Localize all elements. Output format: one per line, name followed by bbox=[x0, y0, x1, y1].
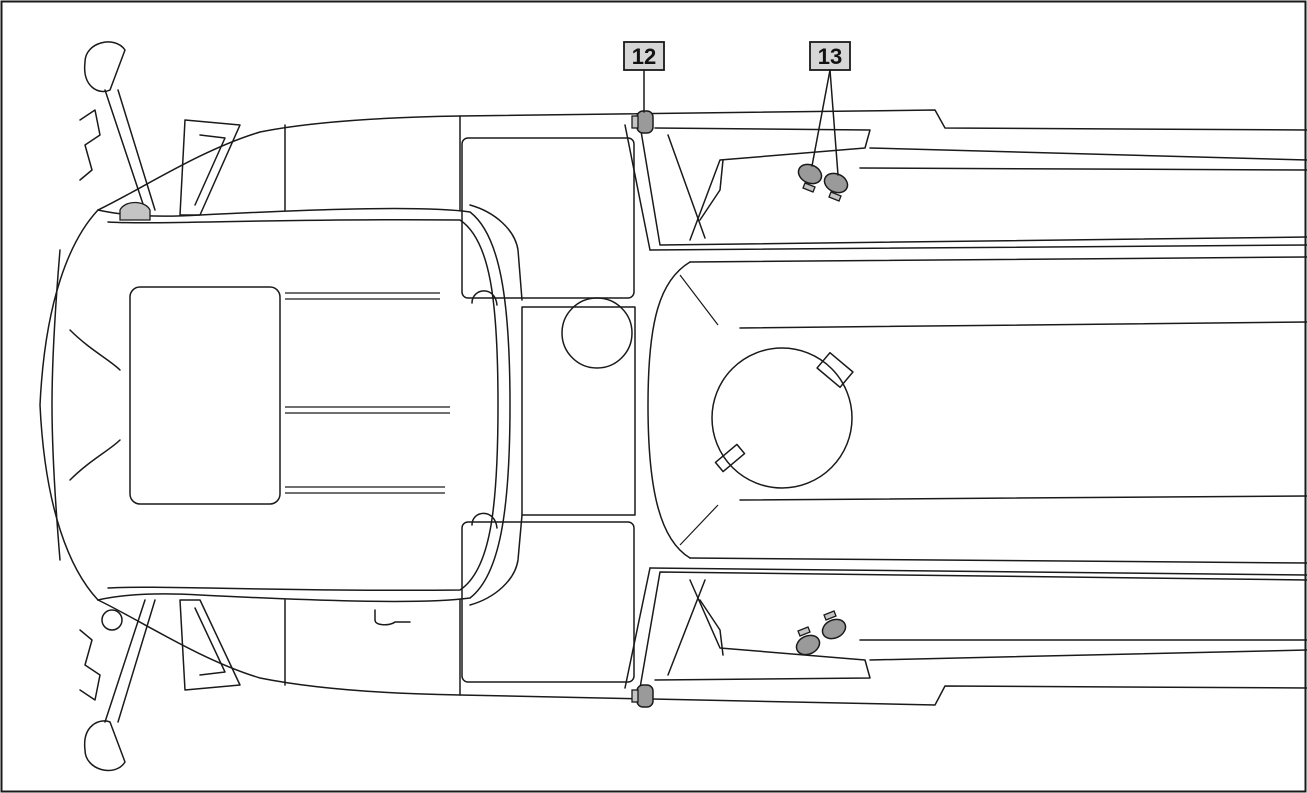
hood bbox=[624, 124, 1307, 689]
callout-13-label: 13 bbox=[818, 44, 842, 69]
callout-13: 13 bbox=[809, 41, 851, 176]
work-lights-13-bottom bbox=[795, 610, 847, 656]
cab-roof bbox=[97, 207, 511, 603]
left-mirror-top bbox=[79, 41, 241, 221]
callout-12: 12 bbox=[623, 41, 665, 113]
work-lights-13-top bbox=[797, 163, 849, 202]
callout-12-label: 12 bbox=[632, 44, 656, 69]
callout-13-leader-a bbox=[811, 69, 831, 167]
cab-body-outline bbox=[39, 109, 1307, 706]
left-mirror-bottom bbox=[79, 599, 411, 772]
work-light-12-top bbox=[631, 110, 654, 134]
work-light-12-bottom bbox=[631, 684, 654, 708]
side-panels bbox=[654, 127, 1307, 681]
callout-13-leader-b bbox=[829, 69, 839, 176]
center-console bbox=[459, 115, 636, 696]
